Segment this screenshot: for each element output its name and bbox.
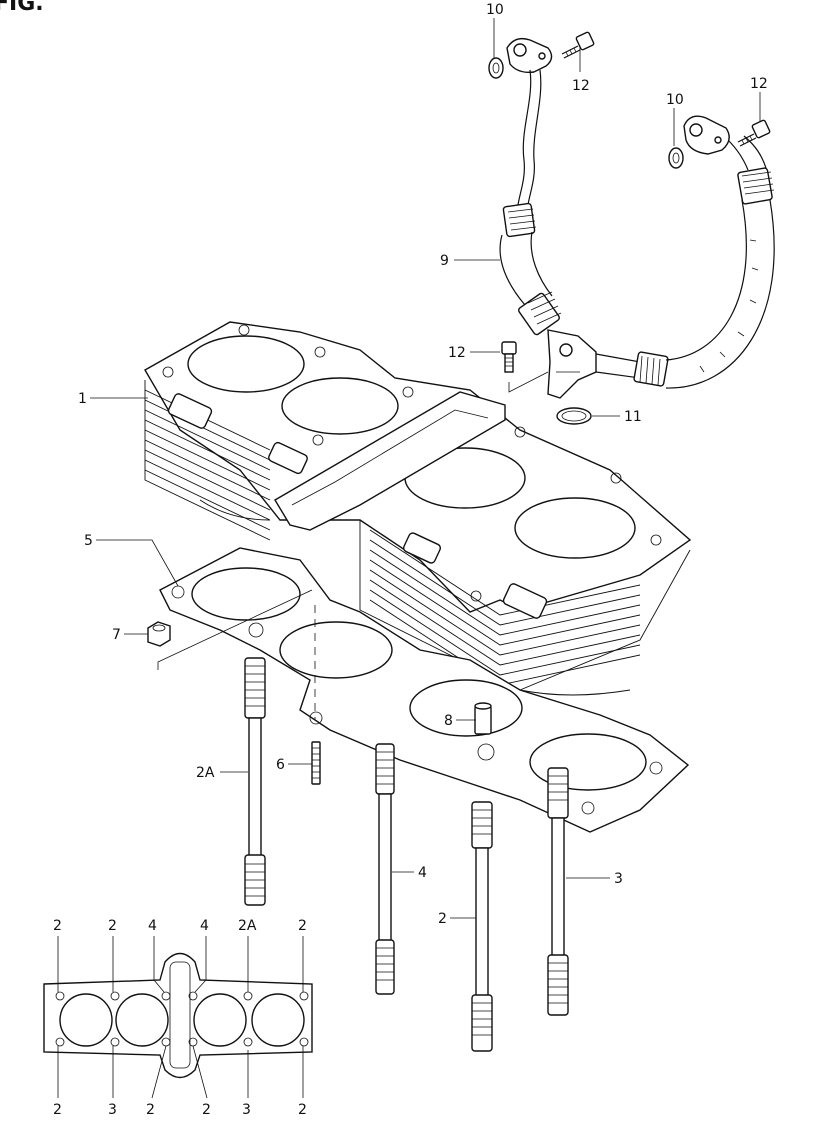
key-top-label: 2 xyxy=(108,918,117,934)
key-top-label: 2A xyxy=(238,918,257,934)
stud-key-bottom-labels: 2 3 2 2 3 2 xyxy=(53,1102,307,1118)
stud-key-top-labels: 2 2 4 4 2A 2 xyxy=(53,918,307,934)
callout-1: 1 xyxy=(78,391,87,407)
key-top-label: 4 xyxy=(148,918,157,934)
dowel-pin-6 xyxy=(311,741,321,785)
sealing-washer xyxy=(668,147,684,169)
callout-2: 2 xyxy=(438,911,447,927)
callout-10: 10 xyxy=(666,92,684,108)
callout-6: 6 xyxy=(276,757,285,773)
callout-leaders xyxy=(90,18,761,919)
stud-location-key xyxy=(43,936,313,1099)
key-top-label: 2 xyxy=(53,918,62,934)
nut-leader xyxy=(157,589,313,670)
dowel-pin-8 xyxy=(474,702,492,735)
bolt xyxy=(561,31,595,59)
callout-2A: 2A xyxy=(196,765,215,781)
key-top-label: 4 xyxy=(200,918,209,934)
key-bottom-label: 3 xyxy=(108,1102,117,1118)
callout-12: 12 xyxy=(448,345,466,361)
cylinder-block xyxy=(144,321,692,696)
stud-bolt-3 xyxy=(547,767,569,1016)
callout-12: 12 xyxy=(572,78,590,94)
hose-fittings-hardware xyxy=(488,31,771,425)
key-top-label: 2 xyxy=(298,918,307,934)
callout-12: 12 xyxy=(750,76,768,92)
cylinder-nut xyxy=(147,621,171,647)
bolt xyxy=(737,119,771,147)
callout-5: 5 xyxy=(84,533,93,549)
o-ring xyxy=(556,407,592,425)
callout-11: 11 xyxy=(624,409,642,425)
figure-title: FIG. xyxy=(0,0,44,16)
key-bottom-label: 2 xyxy=(202,1102,211,1118)
cylinder-base-gasket xyxy=(159,547,690,833)
callout-9: 9 xyxy=(440,253,449,269)
stud-bolt-2A xyxy=(244,657,266,906)
callout-8: 8 xyxy=(444,713,453,729)
sealing-washer xyxy=(488,57,504,79)
stud-bolt-4 xyxy=(375,743,395,995)
oil-hose-assembly xyxy=(499,37,775,399)
callout-10: 10 xyxy=(486,2,504,18)
bolt xyxy=(501,341,517,373)
callout-4: 4 xyxy=(418,865,427,881)
key-bottom-label: 2 xyxy=(146,1102,155,1118)
key-bottom-label: 2 xyxy=(53,1102,62,1118)
callout-7: 7 xyxy=(112,627,121,643)
key-bottom-label: 2 xyxy=(298,1102,307,1118)
stud-bolt-2 xyxy=(471,801,493,1052)
callout-labels: 10 12 10 12 9 12 11 1 5 7 8 6 2A 4 3 2 xyxy=(78,2,768,927)
callout-3: 3 xyxy=(614,871,623,887)
key-bottom-label: 3 xyxy=(242,1102,251,1118)
